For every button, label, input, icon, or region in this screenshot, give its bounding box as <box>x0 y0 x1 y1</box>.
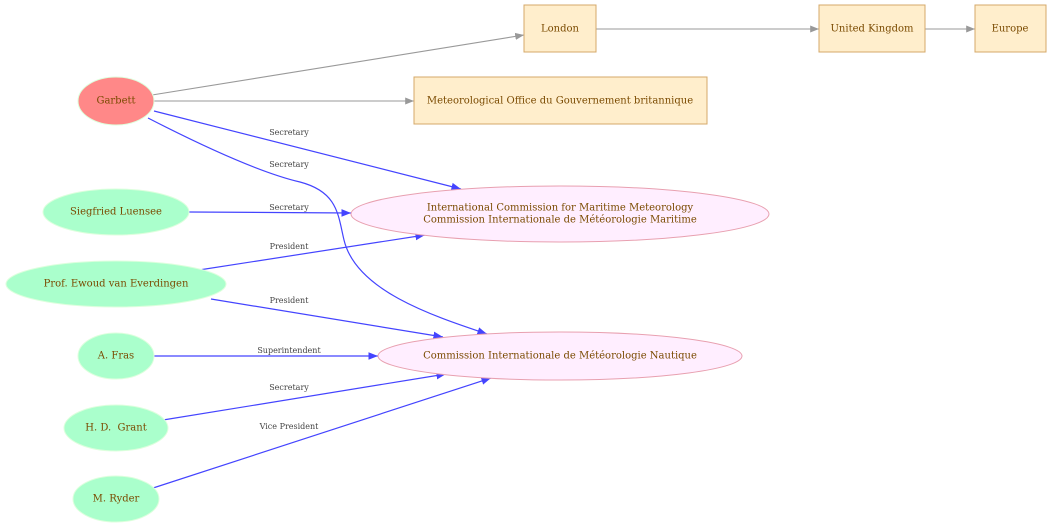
svg-text:A. Fras: A. Fras <box>97 351 134 362</box>
svg-text:Commission Internationale de M: Commission Internationale de Météorologi… <box>423 215 697 226</box>
svg-text:Commission Internationale de M: Commission Internationale de Météorologi… <box>423 351 697 362</box>
svg-text:Garbett: Garbett <box>96 96 135 107</box>
edge-garbett-cimn <box>147 117 488 335</box>
node-europe[interactable]: Europe <box>974 4 1047 53</box>
svg-text:Prof. Ewoud van Everdingen: Prof. Ewoud van Everdingen <box>44 279 189 290</box>
svg-text:Meteorological Office du Gouve: Meteorological Office du Gouvernement br… <box>427 96 693 107</box>
svg-text:International Commission for M: International Commission for Maritime Me… <box>427 203 694 214</box>
edge-label: President <box>270 242 310 251</box>
node-garbett[interactable]: Garbett <box>77 76 155 126</box>
node-london[interactable]: London <box>523 4 597 53</box>
node-ryder[interactable]: M. Ryder <box>72 475 160 523</box>
node-luensee[interactable]: Siegfried Luensee <box>42 188 190 236</box>
edge-label: Secretary <box>269 160 309 169</box>
edge-luensee-icmm <box>188 209 352 217</box>
edge-garbett-icmm <box>153 110 462 191</box>
svg-text:H. D. Grant: H. D. Grant <box>85 423 146 434</box>
svg-text:M. Ryder: M. Ryder <box>93 494 140 505</box>
svg-text:United Kingdom: United Kingdom <box>831 24 915 35</box>
edge-grant-cimn <box>162 371 447 421</box>
svg-text:London: London <box>541 24 580 35</box>
node-met-office[interactable]: Meteorological Office du Gouvernement br… <box>413 76 708 125</box>
edge-label: Secretary <box>269 383 309 392</box>
node-icmm[interactable]: International Commission for Maritime Me… <box>350 185 770 243</box>
edge-garbett-london <box>151 32 525 96</box>
edge-ryder-cimn <box>149 377 492 490</box>
edge-label: Vice President <box>259 422 320 431</box>
edge-label: Superintendent <box>257 346 321 355</box>
edge-everdingen-cimn <box>210 298 444 340</box>
edge-everdingen-icmm <box>198 232 426 271</box>
node-grant[interactable]: H. D. Grant <box>63 404 169 452</box>
edge-label: Secretary <box>269 128 309 137</box>
node-cimn[interactable]: Commission Internationale de Météorologi… <box>377 331 743 381</box>
edge-label: Secretary <box>269 203 309 212</box>
node-united-kingdom[interactable]: United Kingdom <box>818 4 926 53</box>
edge-label: President <box>270 296 310 305</box>
svg-text:Siegfried Luensee: Siegfried Luensee <box>70 207 162 218</box>
node-fras[interactable]: A. Fras <box>77 332 155 380</box>
node-everdingen[interactable]: Prof. Ewoud van Everdingen <box>5 260 227 308</box>
svg-text:Europe: Europe <box>992 24 1029 35</box>
